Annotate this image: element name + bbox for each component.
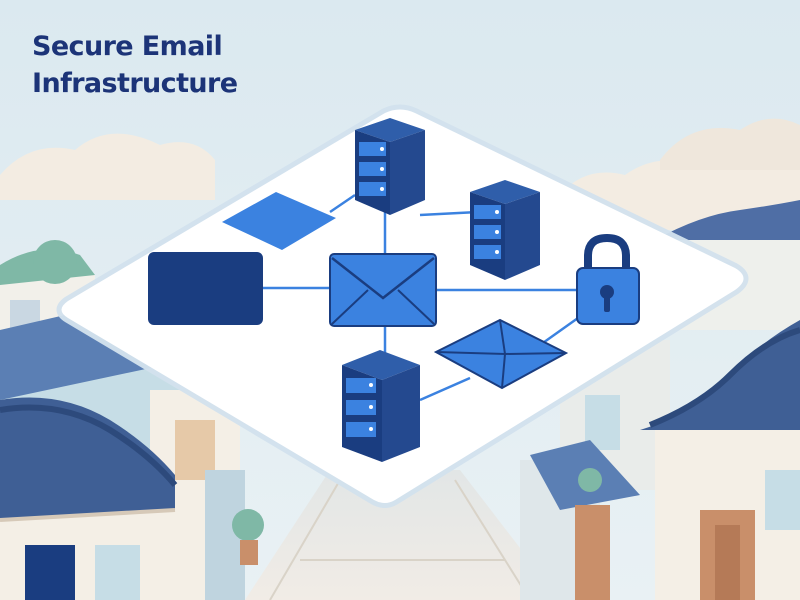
houses-left: [0, 240, 264, 600]
envelope-icon: [329, 253, 437, 327]
title-line-2: Infrastructure: [32, 68, 238, 99]
dark-block-node: [148, 252, 263, 325]
server-stack-icon: [342, 350, 420, 462]
street-lines: [269, 479, 531, 600]
page-title: Secure Email Infrastructure: [32, 28, 238, 102]
padlock-icon: [576, 233, 640, 325]
server-stack-icon: [470, 180, 540, 280]
envelope-icon: [433, 318, 569, 390]
title-line-1: Secure Email: [32, 31, 223, 62]
blue-tile-node: [222, 192, 336, 250]
server-stack-icon: [355, 118, 425, 215]
street: [245, 470, 560, 600]
